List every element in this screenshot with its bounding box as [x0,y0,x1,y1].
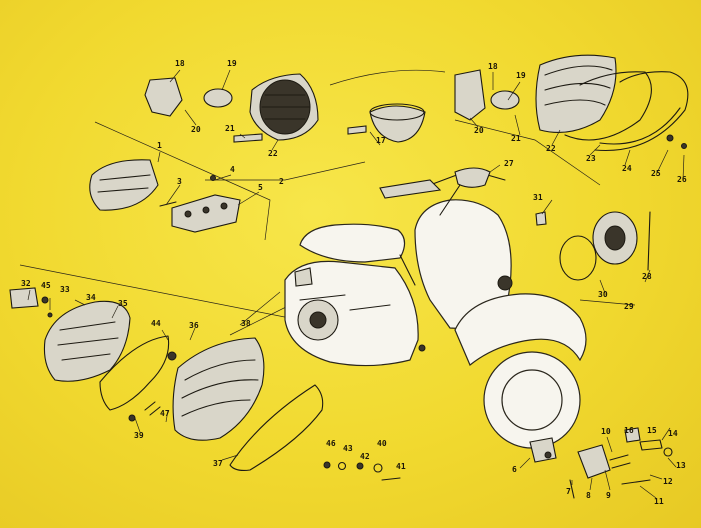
callout-label: 25 [651,169,661,178]
callout-label: 9 [606,491,611,500]
tail-lamp-parts [89,159,241,233]
callout-label: 47 [160,409,170,418]
callout-label: 8 [586,491,591,500]
callout-label: 26 [677,175,687,184]
horn-parts [535,134,687,281]
callout-label: 37 [213,459,223,468]
callout-label: 35 [118,299,128,308]
callout-label: 30 [598,290,608,299]
callout-label: 17 [376,136,386,145]
side-panel-parts [9,267,324,471]
callout-label: 10 [601,427,611,436]
headlight-assembly-left [144,73,319,143]
callout-label: 41 [396,462,406,471]
callout-label: 4 [230,165,235,174]
callout-label: 44 [151,319,161,328]
callout-label: 34 [86,293,96,302]
callout-label: 43 [343,444,353,453]
headlight-assembly-right [347,54,689,152]
callout-label: 13 [676,461,686,470]
callout-label: 24 [622,164,632,173]
callout-label: 15 [647,426,657,435]
callout-label: 20 [191,125,201,134]
callout-label: 5 [258,183,263,192]
callout-label: 1 [157,141,162,150]
callout-label: 6 [512,465,517,474]
callout-label: 18 [175,59,185,68]
callout-leader-lines [27,69,685,499]
callout-label: 11 [654,497,664,506]
callout-label: 7 [566,487,571,496]
callout-label: 39 [134,431,144,440]
callout-label: 12 [663,477,673,486]
callout-label: 22 [546,144,556,153]
callout-label: 46 [326,439,336,448]
callout-label: 21 [511,134,521,143]
callout-label: 19 [516,71,526,80]
switch-parts [529,427,673,499]
callout-label: 42 [360,452,370,461]
callout-label: 28 [642,272,652,281]
callout-label: 32 [21,279,31,288]
callout-label: 20 [474,126,484,135]
callout-label: 21 [225,124,235,133]
callout-label: 40 [377,439,387,448]
callout-label: 22 [268,149,278,158]
callout-label: 19 [227,59,237,68]
callout-label: 16 [624,426,634,435]
callout-label: 18 [488,62,498,71]
callout-label: 31 [533,193,543,202]
assembly-guide-lines [19,69,636,336]
callout-label: 38 [241,319,251,328]
callout-label: 33 [60,285,70,294]
callout-label: 14 [668,429,678,438]
callout-label: 2 [279,177,284,186]
callout-label: 23 [586,154,596,163]
callout-label: 3 [177,177,182,186]
callout-label: 36 [189,321,199,330]
callout-label: 29 [624,302,634,311]
callout-label: 45 [41,281,51,290]
hardware-bolts [323,461,401,481]
scooter-body [284,167,587,449]
callout-label: 27 [504,159,514,168]
